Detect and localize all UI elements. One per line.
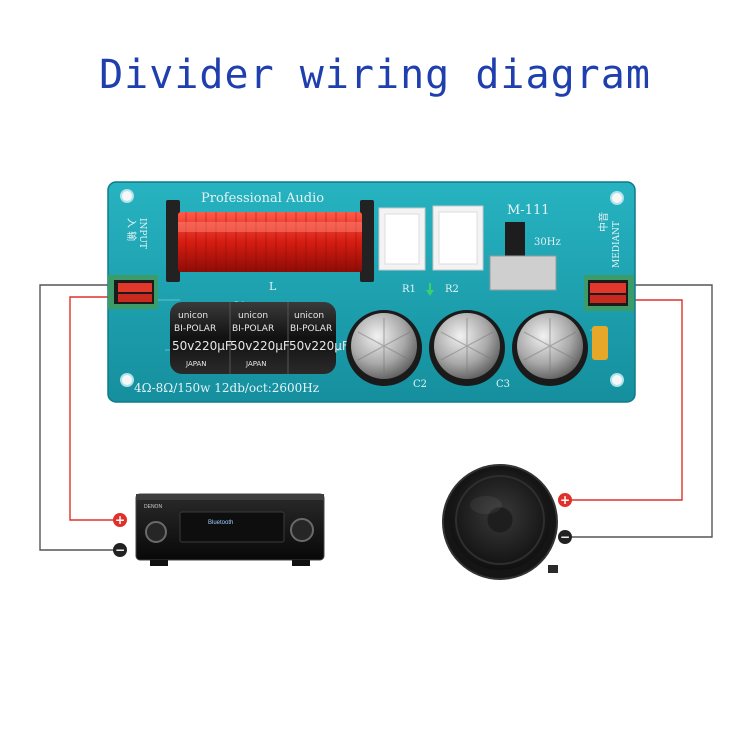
small-component (505, 222, 525, 258)
cap-value: 50v220μF (230, 339, 290, 353)
selector-knob-icon (290, 518, 314, 542)
cap-brand: unicon (178, 311, 208, 321)
mediant-label-cn: 中音 (597, 212, 610, 232)
output-positive-wire (565, 299, 683, 501)
mediant-label-en: MEDIANT (612, 221, 622, 268)
plus-icon: + (560, 493, 570, 507)
resistor-block (489, 255, 557, 291)
capacitor-c2 (346, 310, 422, 386)
amplifier: DENON Bluetooth (135, 493, 325, 566)
speaker-positive-marker: + (558, 493, 572, 507)
cap-value: 50v220μF (172, 339, 232, 353)
inductor-label: L (269, 280, 277, 293)
cap-brand: unicon (238, 311, 268, 321)
input-negative-wire (39, 284, 120, 551)
input-terminal (108, 275, 158, 309)
cap-origin: JAPAN (185, 360, 207, 368)
board-freq-label: 30Hz (534, 237, 561, 248)
crossover-board: Professional Audio M-111 30Hz L R1 R2 C1… (107, 181, 636, 403)
arrow-icon (426, 283, 434, 296)
cap-polar: BI-POLAR (232, 324, 274, 334)
cap-polar: BI-POLAR (290, 324, 332, 334)
amplifier-brand: DENON (144, 504, 162, 510)
capacitor-c4 (512, 310, 588, 386)
amplifier-display: Bluetooth (208, 520, 233, 526)
input-label-en: INPUT (137, 218, 147, 249)
wires (39, 284, 713, 551)
volume-knob-icon (145, 521, 167, 543)
output-negative-wire (565, 284, 713, 538)
speaker-negative-marker: − (558, 530, 572, 544)
resistor-r1-label: R1 (402, 284, 416, 295)
mounting-holes (120, 189, 624, 387)
resistor-r2 (432, 205, 484, 271)
cap-origin: JAPAN (245, 360, 267, 368)
capacitor-c3 (429, 310, 505, 386)
cap-value: 50v220μF (289, 339, 349, 353)
board-spec: 4Ω-8Ω/150w 12db/oct:2600Hz (134, 381, 319, 395)
board-model: M-111 (507, 203, 550, 218)
capacitor-c2-label: C2 (413, 379, 427, 390)
resistor-r2-label: R2 (445, 284, 459, 295)
input-label-cn: 入 输 (125, 218, 138, 241)
inductor-coil (166, 200, 374, 282)
cap-polar: BI-POLAR (174, 324, 216, 334)
plus-icon: + (115, 513, 125, 527)
input-positive-wire (69, 296, 120, 521)
capacitor-c3-label: C3 (496, 379, 510, 390)
amp-positive-marker: + (113, 513, 127, 527)
capacitor-c1: unicon unicon unicon BI-POLAR BI-POLAR B… (170, 302, 349, 374)
cap-brand: unicon (294, 311, 324, 321)
diagram-title: Divider wiring diagram (99, 52, 651, 98)
minus-icon: − (560, 530, 570, 544)
resistor-r1 (378, 207, 426, 271)
amp-negative-marker: − (113, 543, 127, 557)
minus-icon: − (115, 543, 125, 557)
speaker (442, 464, 558, 580)
board-brand: Professional Audio (201, 191, 324, 206)
output-terminal (584, 275, 634, 311)
film-capacitor (592, 326, 608, 360)
